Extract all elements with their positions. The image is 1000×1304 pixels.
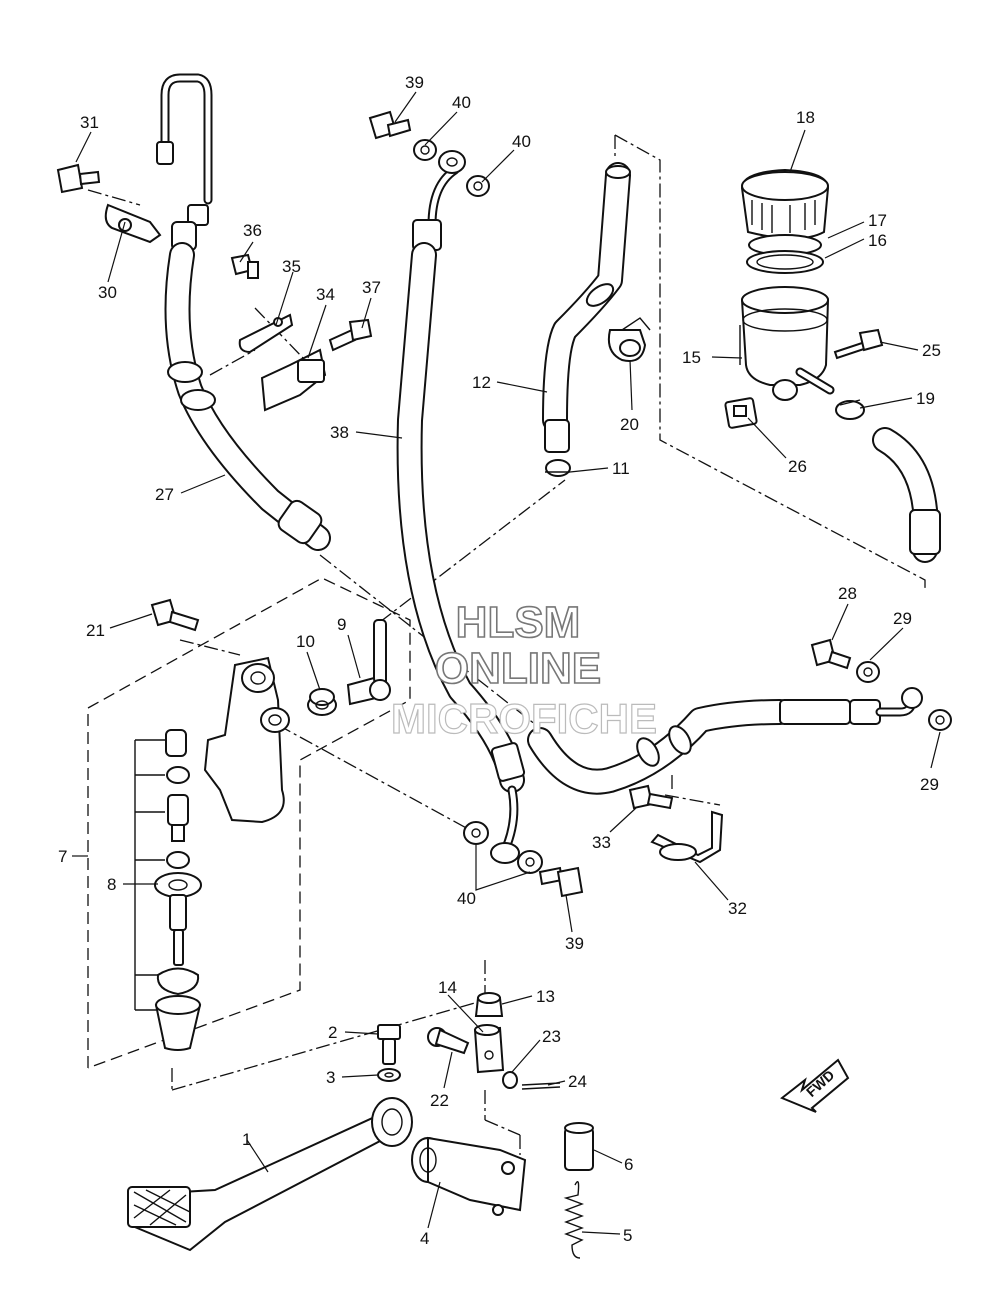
guide-lines <box>87 134 926 1155</box>
callout-32: 32 <box>728 899 747 918</box>
callout-29-a: 29 <box>893 609 912 628</box>
callout-8: 8 <box>107 875 116 894</box>
brake-hose-27 <box>164 242 331 551</box>
callout-5: 5 <box>623 1226 632 1245</box>
nut-26 <box>724 397 758 429</box>
push-rod-kit <box>134 729 202 1051</box>
callout-7: 7 <box>58 847 67 866</box>
callout-37: 37 <box>362 278 381 297</box>
reservoir-tank <box>739 168 835 401</box>
hose-clamp-20 <box>607 317 651 362</box>
callout-23: 23 <box>542 1027 561 1046</box>
callout-29-b: 29 <box>920 775 939 794</box>
washer-40-low-a <box>463 821 489 845</box>
forward-arrow: FWD <box>780 1058 850 1113</box>
callout-16: 16 <box>868 231 887 250</box>
clamp-32 <box>650 810 724 864</box>
callout-35: 35 <box>282 257 301 276</box>
seal-10 <box>307 688 337 716</box>
callout-25: 25 <box>922 341 941 360</box>
hose-clip-11 <box>545 459 571 477</box>
watermark-line3: MICROFICHE <box>391 695 657 742</box>
callout-39-low: 39 <box>565 934 584 953</box>
callout-27: 27 <box>155 485 174 504</box>
callout-labels: 31 30 36 35 34 37 39 40 40 38 27 12 20 1… <box>58 73 941 1248</box>
callout-31: 31 <box>80 113 99 132</box>
watermark-line1: HLSM <box>456 598 581 647</box>
callout-15: 15 <box>682 348 701 367</box>
bolt-37 <box>328 318 373 352</box>
union-9 <box>346 619 391 706</box>
callout-19: 19 <box>916 389 935 408</box>
bolt-25 <box>833 328 884 360</box>
reservoir-hose-lower <box>872 427 941 563</box>
master-cylinder <box>203 656 290 824</box>
brake-hose-38 <box>396 165 526 864</box>
callout-9: 9 <box>337 615 346 634</box>
callout-22: 22 <box>430 1091 449 1110</box>
clevis-14 <box>473 1024 505 1074</box>
bolt-21 <box>150 598 200 632</box>
callout-28: 28 <box>838 584 857 603</box>
leader-lines <box>72 91 941 1235</box>
callout-13: 13 <box>536 987 555 1006</box>
pin-22 <box>427 1027 470 1055</box>
bracket-34 <box>260 348 327 412</box>
washer-29-b <box>928 709 952 731</box>
spring-5 <box>563 1181 584 1259</box>
callout-36: 36 <box>243 221 262 240</box>
brake-pipe-upper <box>156 73 213 251</box>
washer-29-a <box>856 661 880 683</box>
callout-26: 26 <box>788 457 807 476</box>
callout-40-top-a: 40 <box>452 93 471 112</box>
brake-pedal-1 <box>127 1097 413 1252</box>
bolt-33 <box>628 784 674 810</box>
clip-19 <box>835 399 865 420</box>
pivot-4 <box>411 1136 527 1216</box>
watermark-line2: ONLINE <box>435 644 601 693</box>
bolt-31 <box>56 163 101 194</box>
clamp-35 <box>238 313 294 354</box>
washer-40-low-b <box>517 850 543 874</box>
banjo-fitting-top <box>438 150 466 174</box>
callout-39-top: 39 <box>405 73 424 92</box>
callout-33: 33 <box>592 833 611 852</box>
callout-2: 2 <box>328 1023 337 1042</box>
callout-6: 6 <box>624 1155 633 1174</box>
callout-4: 4 <box>420 1229 429 1248</box>
callout-1: 1 <box>242 1130 251 1149</box>
watermark: HLSM ONLINE MICROFICHE <box>390 597 657 742</box>
callout-24: 24 <box>568 1072 587 1091</box>
callout-34: 34 <box>316 285 335 304</box>
callout-20: 20 <box>620 415 639 434</box>
callout-12: 12 <box>472 373 491 392</box>
reservoir-hose-12 <box>542 162 631 453</box>
bolt-36 <box>230 253 259 279</box>
washer-3 <box>377 1068 401 1082</box>
collar-6 <box>564 1122 594 1171</box>
callout-40-top-b: 40 <box>512 132 531 151</box>
nut-13 <box>474 992 504 1017</box>
washer-40-top-a <box>413 139 437 161</box>
callout-21: 21 <box>86 621 105 640</box>
brake-pipe-lower <box>527 687 923 795</box>
bracket-30 <box>104 203 162 244</box>
callout-3: 3 <box>326 1068 335 1087</box>
callout-30: 30 <box>98 283 117 302</box>
union-bolt-28 <box>810 638 852 670</box>
callout-40-low: 40 <box>457 889 476 908</box>
union-bolt-39-low <box>538 866 584 898</box>
union-bolt-39-top <box>368 110 412 140</box>
callout-10: 10 <box>296 632 315 651</box>
washer-23 <box>502 1071 518 1089</box>
callout-18: 18 <box>796 108 815 127</box>
callout-38: 38 <box>330 423 349 442</box>
callout-17: 17 <box>868 211 887 230</box>
callout-11: 11 <box>612 459 630 478</box>
callout-14: 14 <box>438 978 457 997</box>
bolt-2 <box>377 1024 401 1065</box>
